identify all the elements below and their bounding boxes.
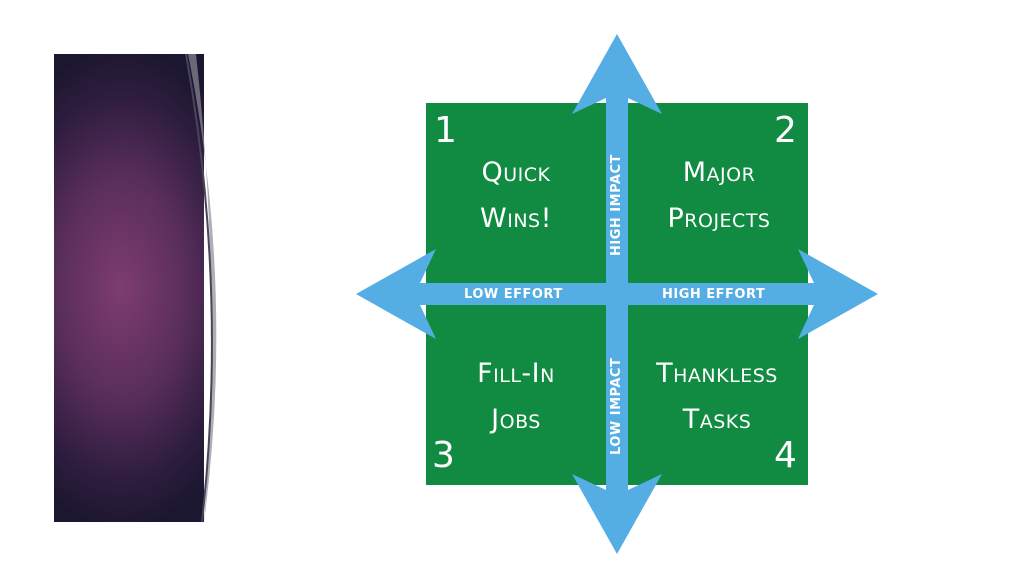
quadrant-4-title-line2: Tasks — [682, 404, 752, 435]
quadrant-4-title: Thankless Tasks — [634, 351, 800, 443]
quadrant-3-title: Fill-In Jobs — [456, 351, 576, 443]
quadrant-3-title-line1: Fill-In — [477, 358, 555, 389]
quadrant-2-title: Major Projects — [644, 150, 794, 242]
quadrant-1-number: 1 — [434, 110, 457, 151]
arrow-head-left — [356, 249, 436, 339]
axis-label-low-effort: LOW EFFORT — [464, 287, 563, 302]
quadrant-3-number: 3 — [432, 435, 455, 476]
quadrant-2-title-line1: Major — [682, 157, 756, 188]
quadrant-2-number: 2 — [774, 110, 797, 151]
side-decoration-panel — [54, 54, 204, 522]
quadrant-4-title-line1: Thankless — [656, 358, 778, 389]
quadrant-1-title-line1: Quick — [481, 157, 551, 188]
quadrant-3-title-line2: Jobs — [491, 404, 541, 435]
arrow-head-down — [572, 474, 662, 554]
quadrant-2-title-line2: Projects — [667, 203, 771, 234]
arrow-head-right — [798, 249, 878, 339]
axis-label-low-impact: LOW IMPACT — [609, 357, 624, 455]
axis-label-high-effort: HIGH EFFORT — [662, 287, 766, 302]
quadrant-1-title: Quick Wins! — [456, 150, 576, 242]
quadrant-4-number: 4 — [774, 435, 797, 476]
vertical-axis-bar — [606, 95, 628, 515]
arrow-head-up — [572, 34, 662, 114]
axis-label-high-impact: HIGH IMPACT — [609, 154, 624, 256]
quadrant-1-title-line2: Wins! — [480, 203, 552, 234]
